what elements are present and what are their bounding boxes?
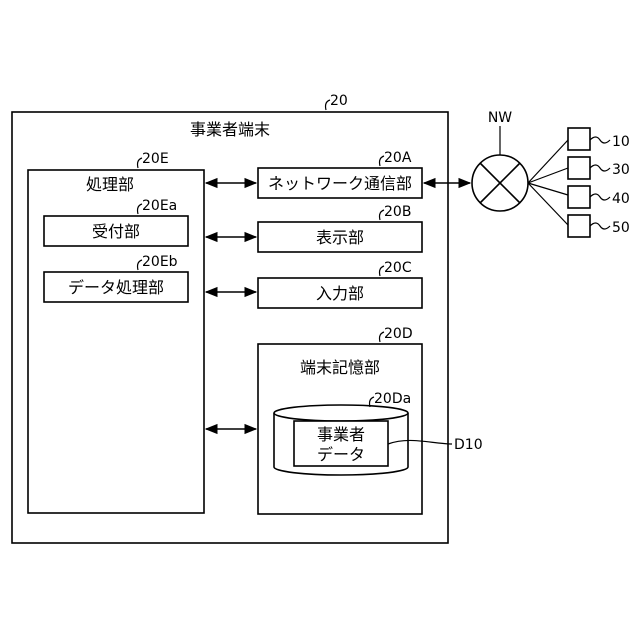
- device-ref-1: 10: [612, 134, 630, 150]
- link-device-1: [528, 140, 568, 183]
- device-leader-1: [590, 137, 610, 143]
- network-comm-label: ネットワーク通信部: [268, 174, 412, 193]
- device-box-4: [568, 215, 590, 237]
- business-data-line1: 事業者: [317, 425, 365, 444]
- device-leader-2: [590, 165, 610, 171]
- device-box-1: [568, 128, 590, 150]
- input-label: 入力部: [316, 284, 364, 303]
- database-ref: 20Da: [374, 391, 411, 407]
- device-leader-4: [590, 223, 610, 229]
- business-data-line2: データ: [317, 445, 365, 464]
- processing-label: 処理部: [86, 175, 134, 194]
- database-cylinder-top: [274, 405, 408, 421]
- data-processing-label: データ処理部: [68, 278, 164, 297]
- business-data-ref: D10: [454, 437, 483, 453]
- display-ref: 20B: [384, 204, 411, 220]
- device-ref-3: 40: [612, 191, 630, 207]
- device-box-2: [568, 157, 590, 179]
- receiving-ref: 20Ea: [142, 198, 177, 214]
- device-box-3: [568, 186, 590, 208]
- link-device-2: [528, 168, 568, 183]
- device-ref-4: 50: [612, 220, 630, 236]
- input-ref: 20C: [384, 260, 412, 276]
- storage-ref: 20D: [384, 326, 413, 342]
- terminal-ref: 20: [330, 93, 348, 109]
- receiving-label: 受付部: [92, 222, 140, 241]
- network-comm-ref: 20A: [384, 150, 412, 166]
- terminal-label: 事業者端末: [190, 120, 270, 139]
- network-label: NW: [488, 110, 512, 126]
- storage-label: 端末記憶部: [300, 358, 380, 377]
- device-leader-3: [590, 194, 610, 200]
- display-label: 表示部: [316, 228, 364, 247]
- processing-ref: 20E: [142, 151, 169, 167]
- data-processing-ref: 20Eb: [142, 254, 178, 270]
- device-ref-2: 30: [612, 162, 630, 178]
